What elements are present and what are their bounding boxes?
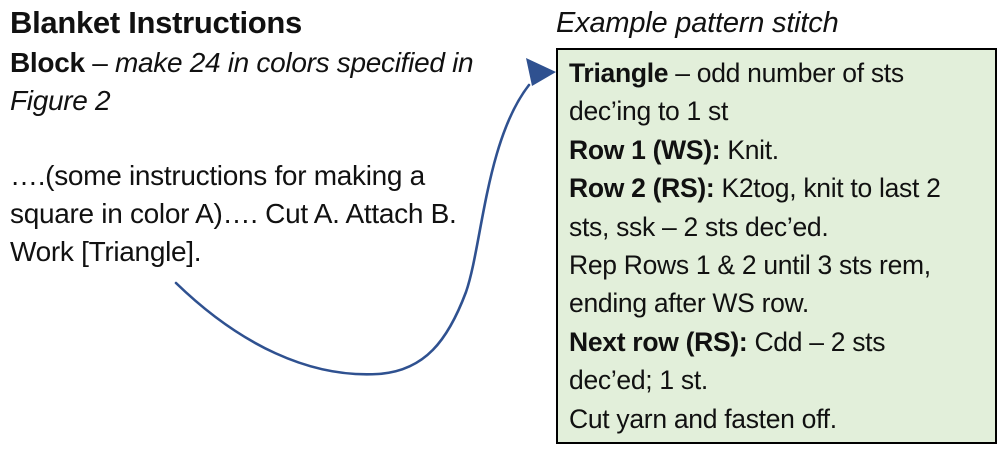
text-run: Cdd – 2 sts	[747, 326, 886, 357]
pattern-box-caption: Example pattern stitch	[556, 7, 839, 39]
text-line: Row 2 (RS): K2tog, knit to last 2	[569, 169, 985, 207]
text-line: Triangle – odd number of sts	[569, 54, 985, 92]
text-line: Figure 2	[10, 82, 530, 120]
text-run: Figure 2	[10, 85, 111, 116]
pattern-stitch-box: Triangle – odd number of sts dec’ing to 1…	[556, 48, 997, 444]
text-line: Next row (RS): Cdd – 2 sts	[569, 323, 985, 361]
text-run: ….(some instructions for making a	[10, 160, 425, 191]
text-run: dec’ing to 1 st	[569, 96, 729, 127]
arrowhead-icon	[526, 58, 556, 86]
text-line: ending after WS row.	[569, 284, 985, 322]
text-line: Rep Rows 1 & 2 until 3 sts rem,	[569, 246, 985, 284]
text-run: – odd number of sts	[668, 58, 904, 88]
text-run: dec’ed; 1 st.	[569, 365, 708, 396]
text-run: ending after WS row.	[569, 288, 809, 319]
text-run: sts, ssk – 2 sts dec’ed.	[569, 211, 829, 242]
text-run: K2tog, knit to last 2	[714, 173, 941, 204]
text-line: Work [Triangle].	[10, 233, 530, 271]
pattern-stitch-text: Triangle – odd number of sts dec’ing to 1…	[569, 54, 985, 438]
text-run: –	[84, 47, 115, 78]
text-line: Row 1 (WS): Knit.	[569, 131, 985, 169]
text-run: Row 1 (WS):	[569, 134, 721, 165]
text-run: Rep Rows 1 & 2 until 3 sts rem,	[569, 250, 931, 281]
text-line: Block – make 24 in colors specified in	[10, 44, 530, 82]
text-line: square in color A)…. Cut A. Attach B.	[10, 195, 530, 233]
text-run: make 24 in colors specified in	[114, 47, 474, 78]
text-run: Triangle	[569, 58, 669, 88]
text-run: Row 2 (RS):	[569, 173, 715, 204]
text-run: Work [Triangle].	[10, 236, 202, 267]
text-line: dec’ed; 1 st.	[569, 361, 985, 399]
text-run: square in color A)…. Cut A. Attach B.	[10, 198, 457, 229]
text-line: ….(some instructions for making a	[10, 157, 530, 195]
text-line: Cut yarn and fasten off.	[569, 400, 985, 438]
text-run: Knit.	[720, 134, 779, 165]
text-line: sts, ssk – 2 sts dec’ed.	[569, 208, 985, 246]
text-run: Cut yarn and fasten off.	[569, 403, 837, 434]
text-line	[10, 120, 530, 157]
page-title: Blanket Instructions	[10, 5, 302, 40]
text-run: Next row (RS):	[569, 326, 748, 357]
instructions-column: Blanket Instructions Block – make 24 in …	[10, 2, 530, 271]
text-line: dec’ing to 1 st	[569, 92, 985, 130]
text-run: Block	[10, 47, 85, 78]
